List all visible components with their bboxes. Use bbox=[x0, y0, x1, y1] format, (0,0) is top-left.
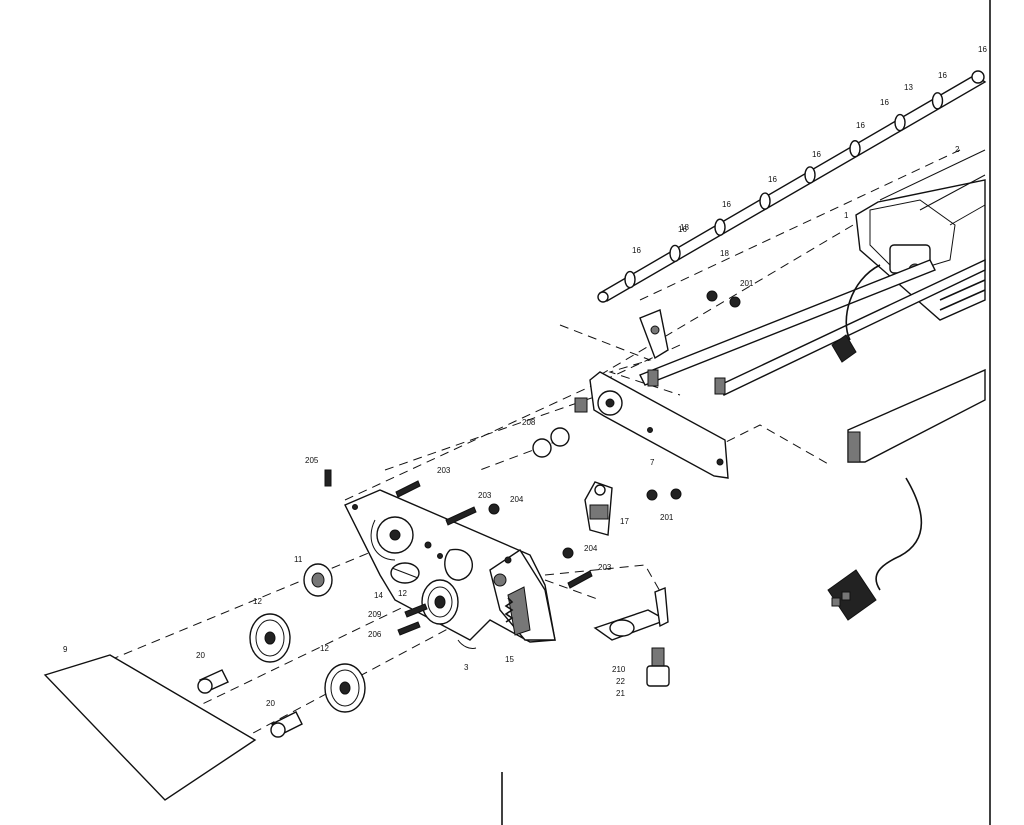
clip-3 bbox=[457, 639, 477, 649]
side-plate-7 bbox=[574, 371, 729, 479]
gear-12-upper-left bbox=[249, 613, 291, 663]
shaft-20-upper bbox=[197, 669, 229, 694]
shaft-20-lower bbox=[270, 711, 303, 738]
roller-collar bbox=[849, 140, 861, 158]
callout-12: 12 bbox=[398, 589, 407, 598]
roller-collar bbox=[669, 244, 681, 263]
callout-12: 12 bbox=[320, 644, 329, 653]
callout-22: 22 bbox=[616, 677, 625, 686]
callout-201-upper: 201 bbox=[740, 279, 754, 288]
callout-203: 203 bbox=[437, 466, 451, 475]
callout-14: 14 bbox=[374, 591, 383, 600]
roller-collar bbox=[714, 218, 726, 236]
callout-210: 210 bbox=[612, 665, 626, 674]
callout-16: 16 bbox=[632, 246, 641, 255]
callout-15: 15 bbox=[505, 655, 514, 664]
callout-11: 11 bbox=[294, 555, 303, 564]
callout-21: 21 bbox=[616, 689, 625, 698]
callout-17: 17 bbox=[620, 517, 629, 526]
roller-collar bbox=[894, 113, 906, 132]
callout-16-shaft-end: 16 bbox=[978, 45, 987, 54]
bracket-210 bbox=[593, 587, 669, 641]
callout-203: 203 bbox=[598, 563, 612, 572]
callout-18: 18 bbox=[720, 249, 729, 258]
callout-201-lower: 201 bbox=[660, 513, 674, 522]
callout-9: 9 bbox=[63, 645, 68, 654]
callout-204: 204 bbox=[510, 495, 524, 504]
callout-203: 203 bbox=[478, 491, 492, 500]
screws-201-lower bbox=[646, 488, 682, 501]
e-rings-208 bbox=[532, 427, 570, 458]
spring-15 bbox=[504, 597, 514, 623]
gear-12-lower bbox=[324, 663, 366, 713]
callout-16: 16 bbox=[722, 200, 731, 209]
callout-3: 3 bbox=[464, 663, 469, 672]
gear-14 bbox=[390, 562, 420, 584]
callout-204: 204 bbox=[584, 544, 598, 553]
gear-plate bbox=[344, 489, 556, 643]
callout-20: 20 bbox=[266, 699, 275, 708]
callout-16: 16 bbox=[768, 175, 777, 184]
bracket-17 bbox=[584, 481, 613, 536]
callout-16: 16 bbox=[678, 225, 687, 234]
roller-collar bbox=[759, 192, 771, 210]
callout-7: 7 bbox=[650, 458, 655, 467]
gear-11 bbox=[303, 563, 333, 597]
callout-1: 1 bbox=[844, 211, 849, 220]
callout-16: 16 bbox=[812, 150, 821, 159]
frame-assembly bbox=[639, 149, 986, 463]
callout-20: 20 bbox=[196, 651, 205, 660]
roller-collar bbox=[931, 92, 944, 110]
roller-shaft-16 bbox=[597, 70, 987, 303]
callout-labels: 16 16 16 16 16 16 16 16 16 13 2 1 18 18 … bbox=[63, 45, 987, 708]
callout-206: 206 bbox=[368, 630, 382, 639]
knob-21-22 bbox=[646, 647, 670, 687]
callout-16: 16 bbox=[938, 71, 947, 80]
callout-208: 208 bbox=[522, 418, 536, 427]
callout-16: 16 bbox=[856, 121, 865, 130]
cover-9 bbox=[43, 654, 257, 801]
callout-16: 16 bbox=[880, 98, 889, 107]
roller-collar bbox=[624, 270, 636, 289]
callout-209: 209 bbox=[368, 610, 382, 619]
callout-2: 2 bbox=[955, 145, 960, 154]
callout-13: 13 bbox=[904, 83, 913, 92]
callout-205: 205 bbox=[305, 456, 319, 465]
gear-12-centre bbox=[421, 579, 459, 625]
roller-collar bbox=[804, 166, 816, 184]
callout-18: 18 bbox=[680, 223, 689, 232]
callout-12: 12 bbox=[253, 597, 262, 606]
cable-connector bbox=[827, 477, 923, 621]
screws-fasteners bbox=[324, 469, 593, 636]
